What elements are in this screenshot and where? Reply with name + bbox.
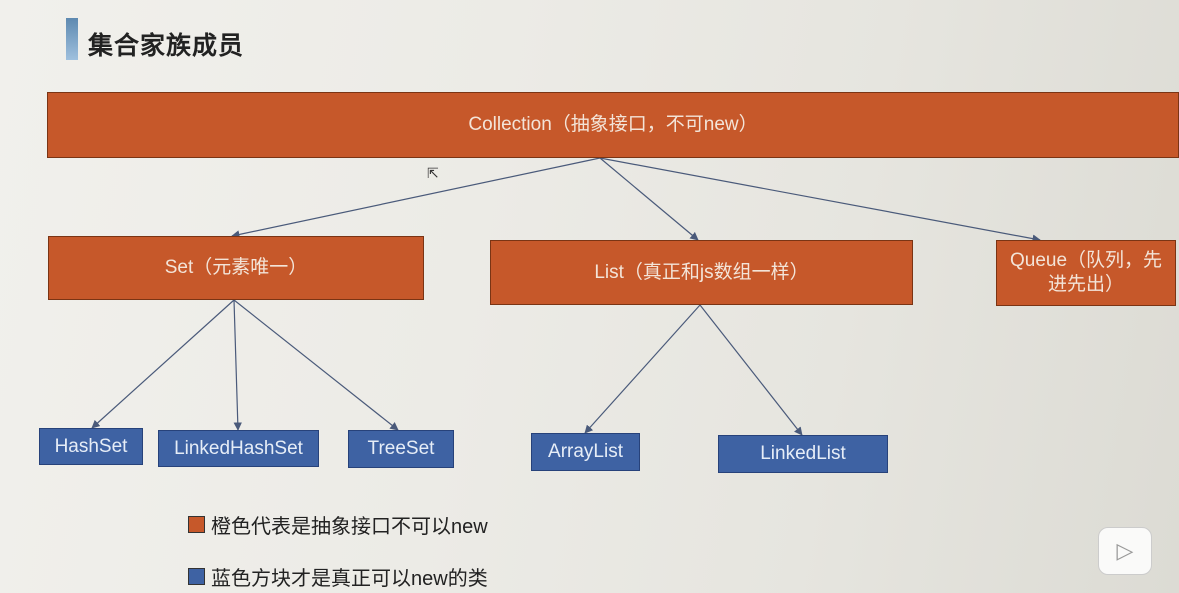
linkedlist-node: LinkedList xyxy=(718,435,888,473)
list-label: List（真正和js数组一样） xyxy=(594,261,809,283)
arrow-set-linkedhashset xyxy=(233,299,242,431)
queue-label: Queue（队列，先进先出） xyxy=(1009,250,1163,295)
legend-interface: 橙色代表是抽象接口不可以new xyxy=(188,510,488,539)
mouse-cursor-icon: ⇱ xyxy=(427,165,439,181)
hashset-node: HashSet xyxy=(39,428,143,465)
hashset-label: HashSet xyxy=(54,435,128,457)
treeset-node: TreeSet xyxy=(348,430,454,468)
set-label: Set（元素唯一） xyxy=(164,257,308,279)
page-title: 集合家族成员 xyxy=(88,32,245,60)
legend-class: 蓝色方块才是真正可以new的类 xyxy=(188,562,488,591)
play-button[interactable]: ▷ xyxy=(1098,527,1152,575)
arrow-collection-list xyxy=(599,157,699,241)
linkedlist-label: LinkedList xyxy=(760,443,846,465)
arraylist-node: ArrayList xyxy=(531,433,640,471)
collection-node: Collection（抽象接口，不可new） xyxy=(47,92,1179,158)
linkedhashset-node: LinkedHashSet xyxy=(158,430,319,467)
set-node: Set（元素唯一） xyxy=(48,236,424,300)
arrow-list-linkedlist xyxy=(699,304,803,436)
arrow-set-hashset xyxy=(91,299,235,429)
arraylist-label: ArrayList xyxy=(548,441,623,463)
legend-interface-label: 橙色代表是抽象接口不可以new xyxy=(211,516,488,538)
title-accent-bar xyxy=(66,18,78,60)
arrow-list-arraylist xyxy=(584,304,701,434)
arrow-collection-queue xyxy=(599,157,1041,243)
orange-swatch xyxy=(188,516,205,533)
collection-label: Collection（抽象接口，不可new） xyxy=(468,114,758,136)
legend-class-label: 蓝色方块才是真正可以new的类 xyxy=(211,568,488,590)
queue-node: Queue（队列，先进先出） xyxy=(996,240,1176,306)
treeset-label: TreeSet xyxy=(367,438,435,460)
play-icon: ▷ xyxy=(1116,538,1134,563)
linkedhashset-label: LinkedHashSet xyxy=(174,437,303,459)
list-node: List（真正和js数组一样） xyxy=(490,240,913,305)
blue-swatch xyxy=(188,568,205,585)
arrow-set-treeset xyxy=(233,299,399,431)
arrow-collection-set xyxy=(231,157,601,239)
